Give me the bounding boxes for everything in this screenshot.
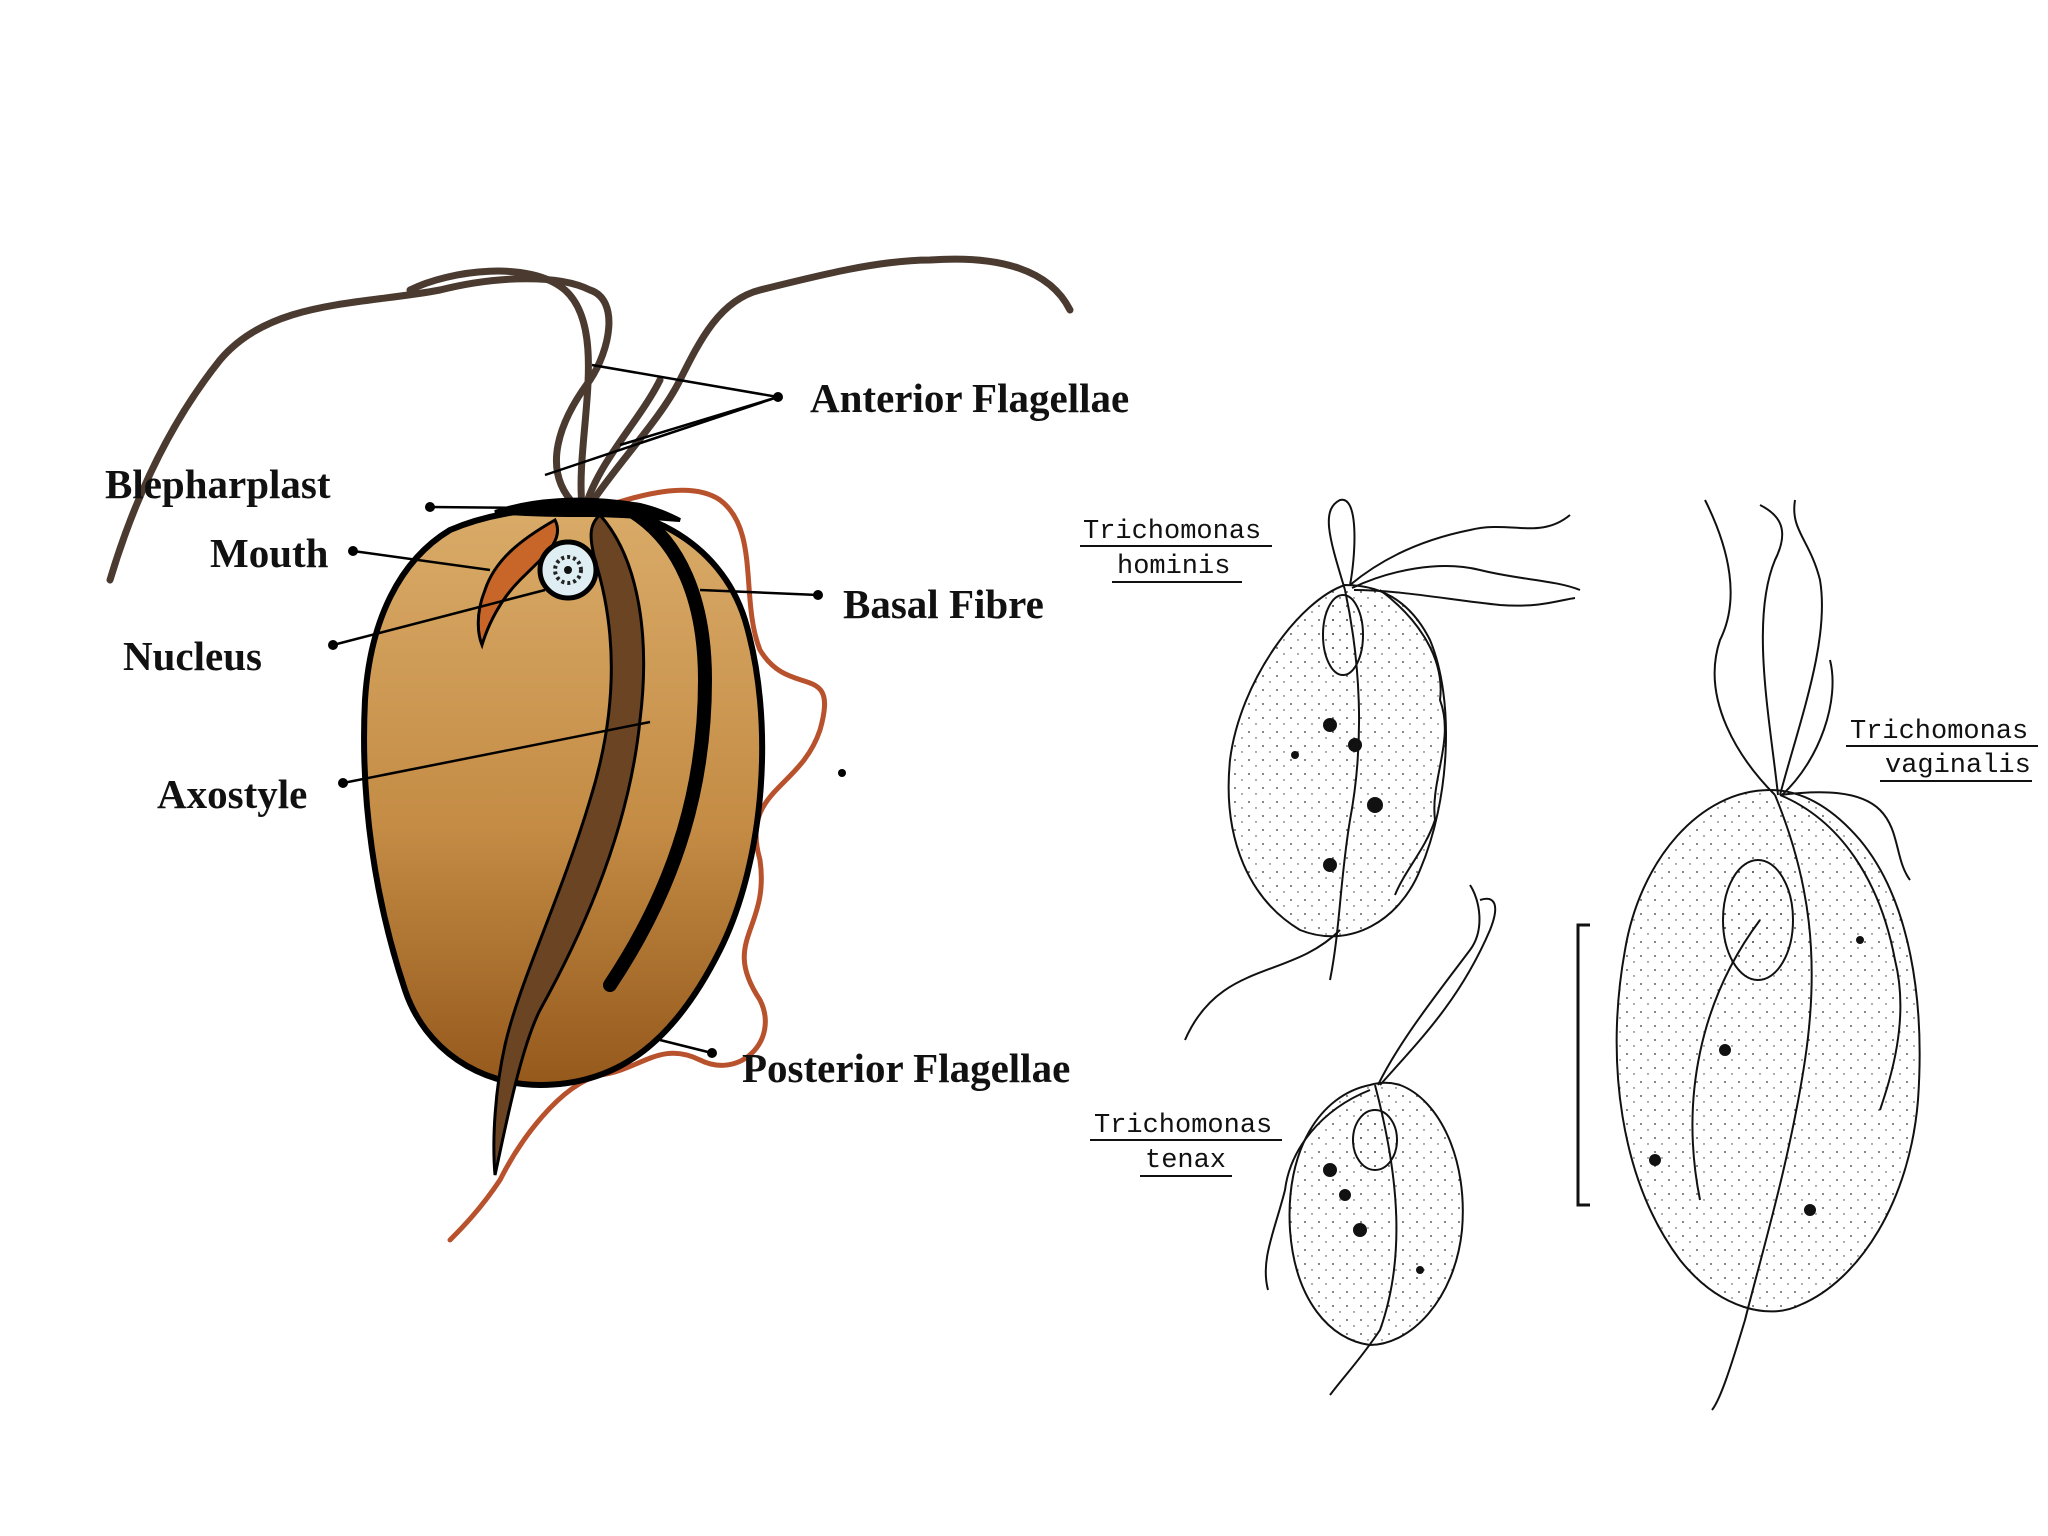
- nucleus-label: Nucleus: [123, 633, 262, 679]
- axostyle-label: Axostyle: [157, 771, 307, 817]
- anterior-flagellae-label: Anterior Flagellae: [810, 375, 1129, 421]
- leader-dots: [328, 392, 846, 1058]
- vaginalis-species: vaginalis: [1885, 751, 2031, 781]
- nucleus-structure: [537, 539, 599, 601]
- axostyle: [492, 512, 646, 1176]
- tenax-genus: Trichomonas: [1094, 1111, 1272, 1141]
- cell-body: [361, 504, 766, 1089]
- posterior-flagellae-label: Posterior Flagellae: [742, 1045, 1070, 1091]
- mouth-label: Mouth: [210, 530, 329, 576]
- basal-fibre: [603, 503, 713, 992]
- trichomonas-colored-illustration: [106, 255, 1074, 1243]
- scale-bracket: [1576, 923, 1590, 1207]
- vaginalis-genus: Trichomonas: [1850, 717, 2028, 747]
- anterior-flagella: [106, 255, 1074, 584]
- posterior-flagellum: [447, 487, 828, 1243]
- basal-fibre-label: Basal Fibre: [843, 581, 1044, 627]
- leader-lines: [332, 363, 819, 1055]
- blepharplast-label: Blepharplast: [105, 461, 331, 507]
- hominis-species: hominis: [1117, 552, 1230, 582]
- species-line-drawings: [1184, 498, 1921, 1411]
- trichomonas-tenax-drawing: [1264, 884, 1497, 1396]
- species-names: Trichomonas hominis Trichomonas vaginali…: [1080, 517, 2038, 1177]
- trichomonas-vaginalis-drawing: [1615, 499, 1921, 1411]
- tenax-species: tenax: [1145, 1146, 1226, 1176]
- trichomonas-hominis-drawing: [1184, 498, 1581, 1041]
- hominis-genus: Trichomonas: [1083, 517, 1261, 547]
